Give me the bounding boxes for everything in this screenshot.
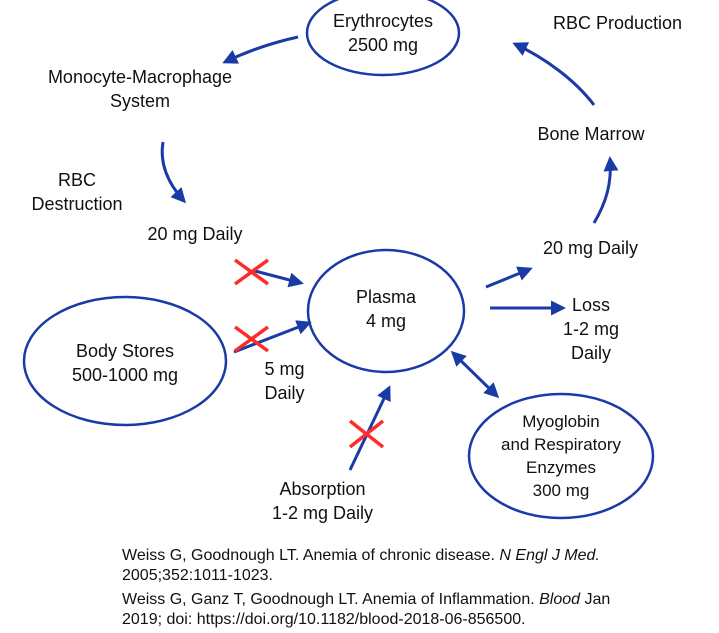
plasma-node	[306, 248, 466, 374]
block-cross-stores	[233, 325, 270, 353]
destruction-daily-label: 20 mg Daily	[147, 224, 243, 244]
monocyte-macrophage-label: Monocyte-Macrophage System	[47, 67, 233, 111]
arrow-erythrocytes-to-monocyte	[222, 35, 299, 64]
arrow-up-to-bone-marrow	[592, 156, 619, 224]
reference-2-line1: Weiss G, Ganz T, Goodnough LT. Anemia of…	[122, 591, 611, 608]
erythrocytes-label: Erythrocytes 2500 mg	[332, 11, 434, 55]
rbc-destruction-label: RBC Destruction	[31, 170, 123, 214]
loss-label: Loss 1-2 mg Daily	[562, 295, 620, 363]
production-daily-label: 20 mg Daily	[542, 238, 639, 258]
reference-2: Weiss G, Ganz T, Goodnough LT. Anemia of…	[122, 590, 610, 630]
reference-1-line1: Weiss G, Goodnough LT. Anemia of chronic…	[122, 547, 600, 564]
absorption-label: Absorption 1-2 mg Daily	[271, 479, 374, 523]
erythrocytes-node	[305, 0, 461, 77]
arrow-absorption-to-plasma	[348, 385, 391, 471]
block-cross-upper	[233, 258, 270, 286]
body-stores-label: Body Stores 500-1000 mg	[71, 341, 179, 385]
block-cross-absorption	[348, 419, 385, 449]
arrow-destruction-down	[160, 141, 187, 204]
arrow-bone-marrow-to-erythrocytes	[512, 42, 596, 106]
body-stores-node	[22, 295, 228, 427]
bone-marrow-label: Bone Marrow	[537, 124, 645, 144]
reference-1-line2: 2005;352:1011-1023.	[122, 567, 273, 584]
reference-1: Weiss G, Goodnough LT. Anemia of chronic…	[122, 546, 600, 586]
arrow-stores-to-plasma	[233, 320, 312, 354]
myoglobin-node	[467, 392, 655, 520]
arrow-plasma-to-20mg	[485, 266, 533, 289]
reference-2-line2: 2019; doi: https://doi.org/10.1182/blood…	[122, 611, 526, 628]
plasma-label: Plasma 4 mg	[355, 287, 417, 331]
stores-daily-label: 5 mg Daily	[264, 359, 305, 403]
arrow-daily-to-plasma	[254, 269, 304, 288]
reference-2-journal: Blood	[539, 591, 581, 608]
arrow-plasma-myoglobin	[450, 350, 500, 399]
rbc-production-label: RBC Production	[552, 13, 683, 33]
myoglobin-label: Myoglobin and Respiratory Enzymes 300 mg	[500, 412, 621, 500]
reference-1-journal: N Engl J Med.	[499, 547, 600, 564]
